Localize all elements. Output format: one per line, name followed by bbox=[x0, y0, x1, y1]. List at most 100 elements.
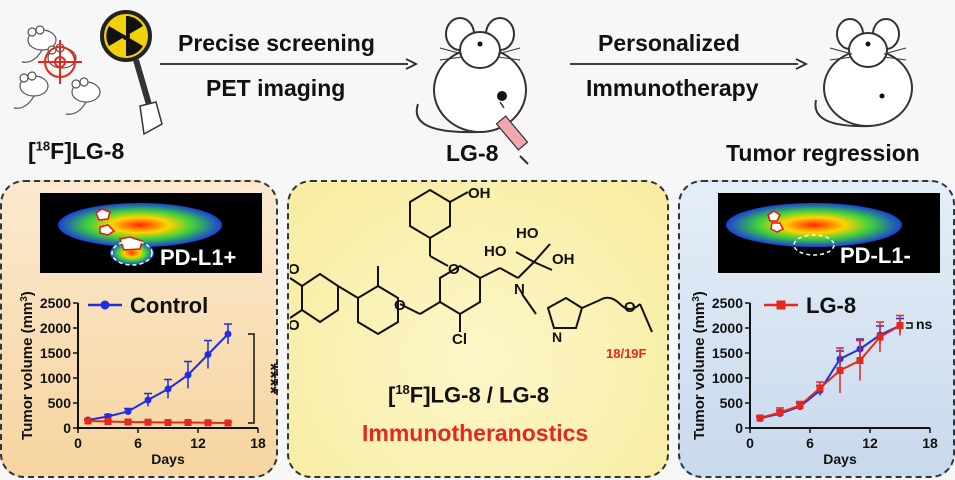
y-tick-label: 500 bbox=[720, 395, 744, 411]
syringe-icon bbox=[495, 101, 529, 165]
magnifier-radiation-icon bbox=[100, 10, 163, 136]
significance-label: **** bbox=[259, 363, 278, 394]
atom-cl: Cl bbox=[452, 331, 467, 348]
y-axis-label: Tumor volume (mm3) bbox=[691, 291, 709, 440]
data-point bbox=[836, 367, 844, 374]
arrow2-label-top: Personalized bbox=[598, 30, 740, 56]
atom-o3: O bbox=[290, 261, 300, 278]
atom-n: N bbox=[514, 281, 525, 298]
top-row: [18F]LG-8 Precise screening PET imaging … bbox=[0, 0, 955, 180]
mouse-label: LG-8 bbox=[446, 140, 499, 166]
y-tick-label: 1500 bbox=[712, 345, 743, 361]
pet-heatmap-icon bbox=[726, 203, 902, 256]
legend-label: Control bbox=[130, 293, 208, 318]
arrow1-label-top: Precise screening bbox=[178, 30, 375, 56]
y-tick-label: 2000 bbox=[712, 320, 743, 336]
regression-label: Tumor regression bbox=[726, 140, 920, 166]
legend-label: LG-8 bbox=[806, 293, 856, 318]
small-mouse-icon bbox=[13, 71, 49, 109]
data-point bbox=[164, 419, 172, 426]
significance-label: ns bbox=[916, 316, 933, 332]
tracer-label: [18F]LG-8 bbox=[28, 138, 125, 164]
x-tick-label: 12 bbox=[862, 435, 878, 451]
data-point bbox=[84, 417, 92, 425]
x-axis-label: Days bbox=[151, 451, 185, 467]
pet-tag-negative: PD-L1- bbox=[840, 243, 911, 268]
y-tick-label: 0 bbox=[63, 420, 71, 436]
data-point bbox=[796, 402, 804, 409]
mouse-icon bbox=[814, 18, 913, 128]
data-point bbox=[204, 351, 212, 358]
series-line bbox=[87, 333, 229, 421]
atom-ho2: HO bbox=[484, 243, 507, 260]
y-axis-label: Tumor volume (mm3) bbox=[19, 291, 37, 440]
atom-o-chain: O bbox=[624, 299, 636, 316]
data-point bbox=[184, 419, 192, 426]
data-point bbox=[856, 357, 864, 364]
mouse-injection-illustration bbox=[415, 17, 529, 165]
x-axis-label: Days bbox=[823, 451, 857, 467]
x-tick-label: 18 bbox=[922, 435, 938, 451]
atom-o4: O bbox=[290, 317, 300, 334]
atom-ho1: HO bbox=[516, 225, 539, 242]
pet-heatmap-icon bbox=[58, 203, 222, 266]
atom-oh-top: OH bbox=[468, 185, 491, 202]
y-tick-label: 2500 bbox=[40, 295, 71, 311]
mouse-regression-illustration bbox=[814, 18, 913, 128]
y-tick-label: 1000 bbox=[40, 370, 71, 386]
mouse-icon bbox=[415, 17, 527, 134]
small-mouse-icon bbox=[21, 25, 57, 63]
atom-f-label: 18/19F bbox=[606, 346, 647, 361]
x-tick-label: 18 bbox=[250, 435, 266, 451]
pet-tag-positive: PD-L1+ bbox=[160, 245, 237, 270]
y-tick-label: 2500 bbox=[712, 295, 743, 311]
process-arrow-2 bbox=[570, 58, 809, 70]
mice-screening-illustration bbox=[13, 10, 163, 136]
significance-bracket bbox=[248, 333, 255, 424]
data-point bbox=[204, 419, 212, 427]
x-tick-label: 6 bbox=[806, 435, 814, 451]
data-point bbox=[124, 418, 132, 426]
theme-label: Immunotheranostics bbox=[362, 420, 589, 446]
y-tick-label: 1000 bbox=[712, 370, 743, 386]
data-point bbox=[224, 330, 232, 338]
arrow1-label-bottom: PET imaging bbox=[206, 75, 346, 101]
data-point bbox=[896, 322, 904, 329]
atom-oh-right: OH bbox=[552, 251, 575, 268]
x-tick-label: 12 bbox=[190, 435, 206, 451]
tumor-dot-icon bbox=[497, 91, 507, 101]
x-tick-label: 0 bbox=[746, 435, 754, 451]
significance-bracket bbox=[906, 322, 913, 329]
data-point bbox=[756, 414, 764, 422]
data-point bbox=[144, 396, 152, 404]
arrow2-label-bottom: Immunotherapy bbox=[586, 75, 759, 101]
x-tick-label: 6 bbox=[134, 435, 142, 451]
legend-marker bbox=[100, 300, 110, 310]
x-tick-label: 0 bbox=[74, 435, 82, 451]
data-point bbox=[144, 418, 152, 426]
pet-image-negative: PD-L1- bbox=[718, 193, 940, 273]
atom-o1: O bbox=[448, 261, 460, 278]
data-point bbox=[184, 371, 192, 379]
data-point bbox=[164, 385, 172, 393]
data-point bbox=[224, 419, 232, 427]
legend-marker bbox=[776, 300, 786, 310]
atom-o2: O bbox=[394, 297, 406, 314]
data-point bbox=[816, 384, 824, 392]
chemical-structure: OH O O O O Cl N HO HO OH N O 18/19F bbox=[290, 185, 653, 361]
data-point bbox=[776, 409, 784, 416]
compound-label: [18F]LG-8 / LG-8 bbox=[388, 382, 550, 408]
process-arrow-1 bbox=[160, 58, 419, 70]
crosshair-icon bbox=[38, 40, 82, 84]
data-point bbox=[124, 408, 132, 415]
y-tick-label: 0 bbox=[735, 420, 743, 436]
data-point bbox=[876, 333, 884, 341]
pet-image-positive: PD-L1+ bbox=[40, 193, 262, 273]
y-tick-label: 1500 bbox=[40, 345, 71, 361]
y-tick-label: 500 bbox=[48, 395, 72, 411]
y-tick-label: 2000 bbox=[40, 320, 71, 336]
small-mouse-icon bbox=[65, 77, 101, 115]
data-point bbox=[104, 418, 112, 425]
middle-panel bbox=[287, 180, 669, 478]
